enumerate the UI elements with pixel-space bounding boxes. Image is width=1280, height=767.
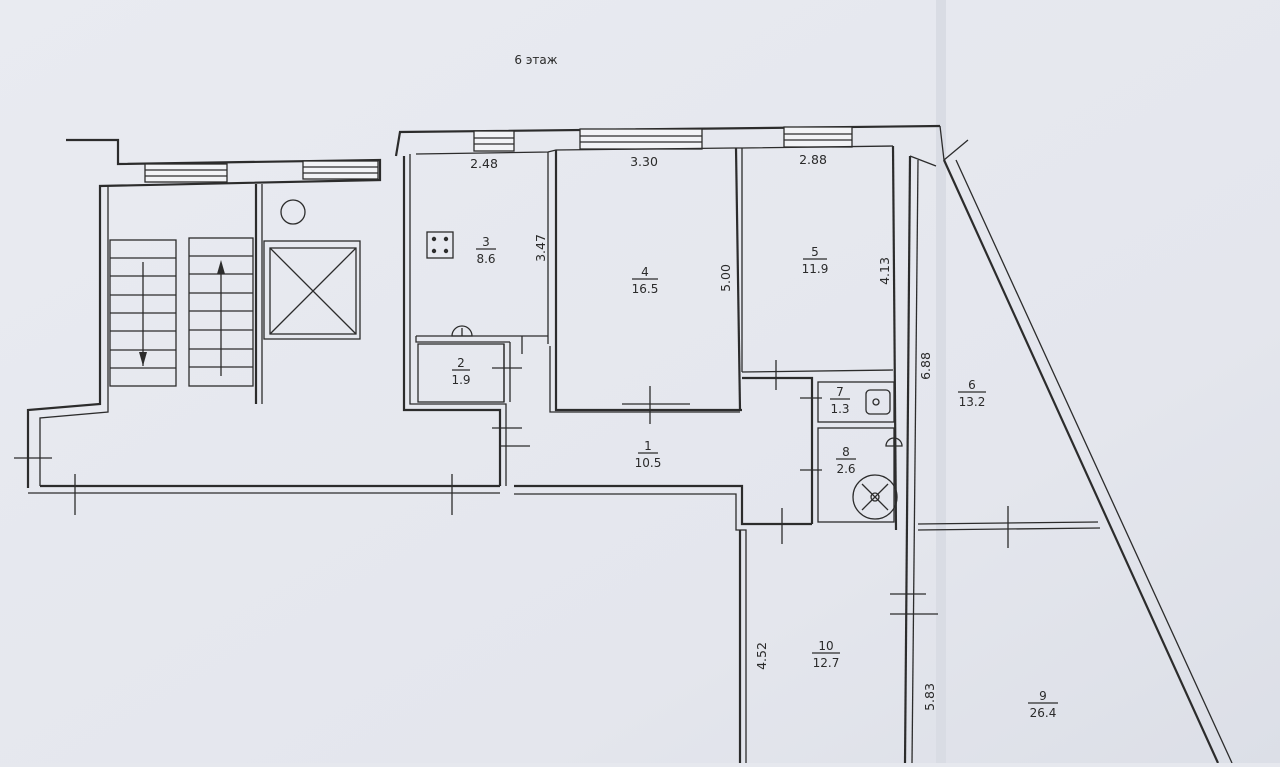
svg-text:8: 8 xyxy=(842,445,850,459)
dim-room10-depth: 4.52 xyxy=(754,642,769,670)
bathtub-icon xyxy=(865,389,891,415)
window-stair-1 xyxy=(144,163,228,183)
svg-text:1.3: 1.3 xyxy=(830,402,849,416)
room-label-4: 4 16.5 xyxy=(632,265,659,296)
dim-room5-depth: 4.13 xyxy=(877,257,892,285)
dimensions: 2.48 3.30 2.88 3.47 5.00 4.13 6.88 4.52 … xyxy=(470,152,937,711)
room-label-6: 6 13.2 xyxy=(958,378,986,409)
svg-text:3: 3 xyxy=(482,235,490,249)
window-room5 xyxy=(783,126,853,148)
room-label-1: 1 10.5 xyxy=(635,439,662,470)
dim-room3-width: 2.48 xyxy=(470,156,498,171)
svg-text:7: 7 xyxy=(836,385,844,399)
room-label-2: 2 1.9 xyxy=(451,356,470,387)
svg-text:2: 2 xyxy=(457,356,465,370)
svg-text:12.7: 12.7 xyxy=(813,656,840,670)
svg-text:1: 1 xyxy=(644,439,652,453)
dim-room6-length: 6.88 xyxy=(918,352,933,380)
toilet-icon xyxy=(885,437,903,447)
dim-room3-depth: 3.47 xyxy=(533,234,548,262)
interior-walls xyxy=(415,147,895,544)
svg-text:11.9: 11.9 xyxy=(802,262,829,276)
stairwell xyxy=(14,138,500,515)
svg-text:16.5: 16.5 xyxy=(632,282,659,296)
elevator-shaft-icon xyxy=(263,240,361,340)
svg-text:10: 10 xyxy=(818,639,833,653)
svg-text:10.5: 10.5 xyxy=(635,456,662,470)
svg-text:6: 6 xyxy=(968,378,976,392)
room-labels: 1 10.5 2 1.9 3 8.6 4 16.5 5 11.9 6 13.2 xyxy=(451,235,1058,720)
svg-text:9: 9 xyxy=(1039,689,1047,703)
floor-title: 6 этаж xyxy=(514,53,557,67)
svg-text:13.2: 13.2 xyxy=(959,395,986,409)
stair-flight-up xyxy=(188,237,254,387)
window-kitchen xyxy=(473,130,515,152)
window-stair-2 xyxy=(302,160,379,180)
stair-flight-down xyxy=(109,239,177,387)
stair-arrow-icon xyxy=(139,352,147,366)
svg-text:2.6: 2.6 xyxy=(836,462,855,476)
svg-text:1.9: 1.9 xyxy=(451,373,470,387)
dim-room4-width: 3.30 xyxy=(630,154,658,169)
dim-room4-depth: 5.00 xyxy=(718,264,733,292)
window-room4 xyxy=(579,128,703,150)
stove-icon xyxy=(426,231,454,259)
paper-fold xyxy=(936,0,946,763)
room-label-3: 3 8.6 xyxy=(476,235,496,266)
svg-text:4: 4 xyxy=(641,265,649,279)
ventilation-fan-icon xyxy=(852,474,898,520)
room8-wc xyxy=(817,427,895,523)
dim-room9-length: 5.83 xyxy=(922,683,937,711)
room-label-10: 10 12.7 xyxy=(812,639,840,670)
dim-room5-width: 2.88 xyxy=(799,152,827,167)
apartment-walls xyxy=(394,124,1233,764)
svg-text:26.4: 26.4 xyxy=(1030,706,1057,720)
svg-text:5: 5 xyxy=(811,245,819,259)
room-label-8: 8 2.6 xyxy=(836,445,856,476)
room-label-7: 7 1.3 xyxy=(830,385,850,416)
room-label-9: 9 26.4 xyxy=(1028,689,1058,720)
sink-icon xyxy=(451,325,473,337)
shaft-circle-icon xyxy=(280,199,306,225)
room-label-5: 5 11.9 xyxy=(802,245,829,276)
room7-bath xyxy=(817,381,895,423)
svg-text:8.6: 8.6 xyxy=(476,252,495,266)
